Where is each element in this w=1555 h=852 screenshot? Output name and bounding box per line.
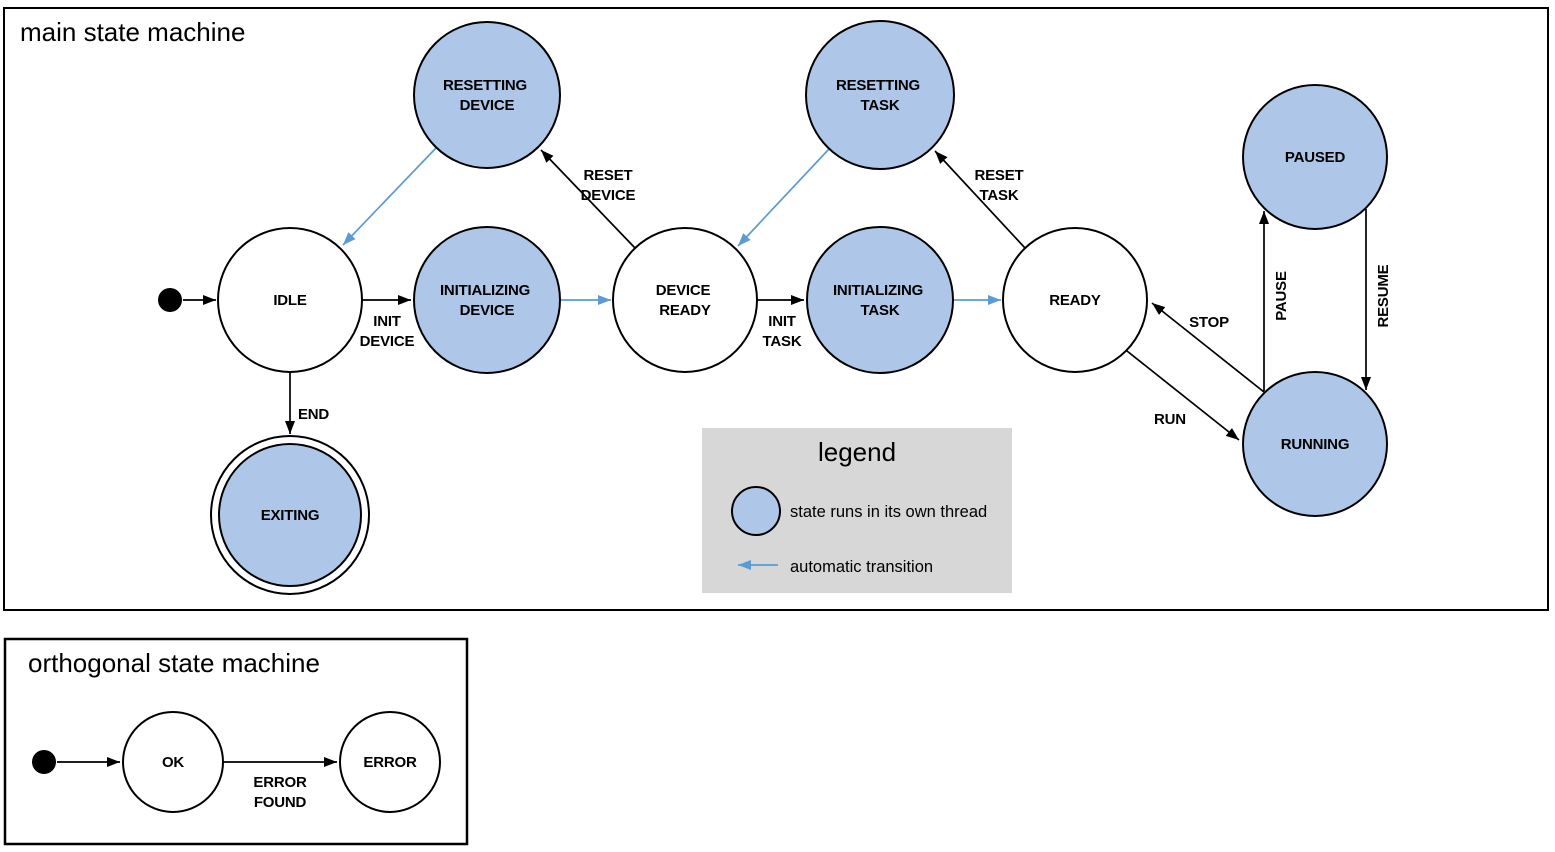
- orthogonal-machine-frame: [3, 637, 469, 846]
- state-device-ready: DEVICE READY: [612, 227, 758, 373]
- orthogonal-machine-title: orthogonal state machine: [28, 648, 320, 678]
- transition-error-found-label: ERROR: [253, 774, 307, 791]
- state-ok-label: OK: [162, 754, 184, 771]
- state-exiting-inner-circle: [218, 443, 362, 587]
- state-resetting-task-circle: [805, 20, 955, 170]
- main-machine-frame: [3, 7, 1549, 611]
- state-initializing-task: INITIALIZING TASK: [806, 226, 954, 374]
- transition-init-device-label: DEVICE: [360, 333, 415, 350]
- state-ok-circle: [122, 711, 224, 813]
- state-initializing-device-label: INITIALIZING DEVICE: [440, 282, 534, 319]
- state-resetting-device: RESETTING DEVICE: [413, 21, 561, 169]
- transition-reset-device-label: RESET: [583, 167, 632, 184]
- transition-resume-label: RESUME: [1375, 264, 1392, 327]
- transition-pause-label: PAUSE: [1273, 271, 1290, 321]
- state-idle: IDLE: [217, 227, 363, 373]
- transition-reset-task-label: TASK: [980, 187, 1019, 204]
- state-error-circle: [339, 711, 441, 813]
- legend-auto-transition-text: automatic transition: [790, 558, 933, 576]
- state-ready: READY: [1002, 227, 1148, 373]
- legend-threaded-state-text: state runs in its own thread: [790, 503, 987, 521]
- state-paused-circle: [1242, 84, 1388, 230]
- state-ok: OK: [122, 711, 224, 813]
- transition-reset-device-label: DEVICE: [581, 187, 636, 204]
- transition-reset-task-arrow: [934, 150, 1026, 249]
- state-resetting-task-label: RESETTING TASK: [836, 77, 924, 114]
- transition-error-found-label: FOUND: [254, 794, 307, 811]
- transition-run-arrow: [1126, 350, 1240, 441]
- main-machine-title: main state machine: [20, 17, 245, 47]
- state-ready-circle: [1002, 227, 1148, 373]
- transition-run-label: RUN: [1154, 411, 1186, 428]
- state-paused-label: PAUSED: [1285, 149, 1346, 166]
- transition-init-device-label: INIT: [373, 313, 401, 330]
- state-exiting-final: EXITING: [210, 435, 370, 595]
- state-running-label: RUNNING: [1281, 436, 1350, 453]
- state-initializing-device-circle: [413, 226, 561, 374]
- state-initializing-task-circle: [806, 226, 954, 374]
- transition-stop-label: STOP: [1189, 314, 1229, 331]
- transition-end-label: END: [298, 406, 329, 423]
- state-running: RUNNING: [1242, 371, 1388, 517]
- state-idle-label: IDLE: [273, 292, 307, 309]
- state-idle-circle: [217, 227, 363, 373]
- state-paused: PAUSED: [1242, 84, 1388, 230]
- state-exiting-label: EXITING: [261, 507, 320, 524]
- transition-reset-device-arrow: [540, 149, 636, 249]
- legend-title: legend: [818, 437, 896, 467]
- state-device-ready-circle: [612, 227, 758, 373]
- state-resetting-device-label: RESETTING DEVICE: [443, 77, 531, 114]
- state-device-ready-label: DEVICE READY: [656, 282, 715, 319]
- main-state-machine: main state machine INIT DEVICE RESET DEV…: [3, 7, 1549, 611]
- state-ready-label: READY: [1049, 292, 1101, 309]
- legend-threaded-state-icon: [731, 486, 781, 536]
- state-running-circle: [1242, 371, 1388, 517]
- transition-init-task-label: INIT: [768, 313, 796, 330]
- state-resetting-device-circle: [413, 21, 561, 169]
- transition-stop-arrow: [1151, 302, 1265, 393]
- transition-reset-task-label: RESET: [974, 167, 1023, 184]
- transition-init-task-label: TASK: [763, 333, 802, 350]
- state-error-label: ERROR: [363, 754, 417, 771]
- state-error: ERROR: [339, 711, 441, 813]
- auto-transition-resetting-device-idle-arrow: [342, 147, 437, 246]
- state-initializing-device: INITIALIZING DEVICE: [413, 226, 561, 374]
- state-initializing-task-label: INITIALIZING TASK: [833, 282, 927, 319]
- legend: legend state runs in its own thread auto…: [702, 428, 1012, 593]
- auto-transition-resetting-task-device-ready-arrow: [737, 148, 830, 247]
- state-resetting-task: RESETTING TASK: [805, 20, 955, 170]
- initial-state-marker: [158, 288, 182, 312]
- orthogonal-state-machine: orthogonal state machine ERROR FOUND OK …: [3, 637, 469, 846]
- initial-state-marker: [32, 750, 56, 774]
